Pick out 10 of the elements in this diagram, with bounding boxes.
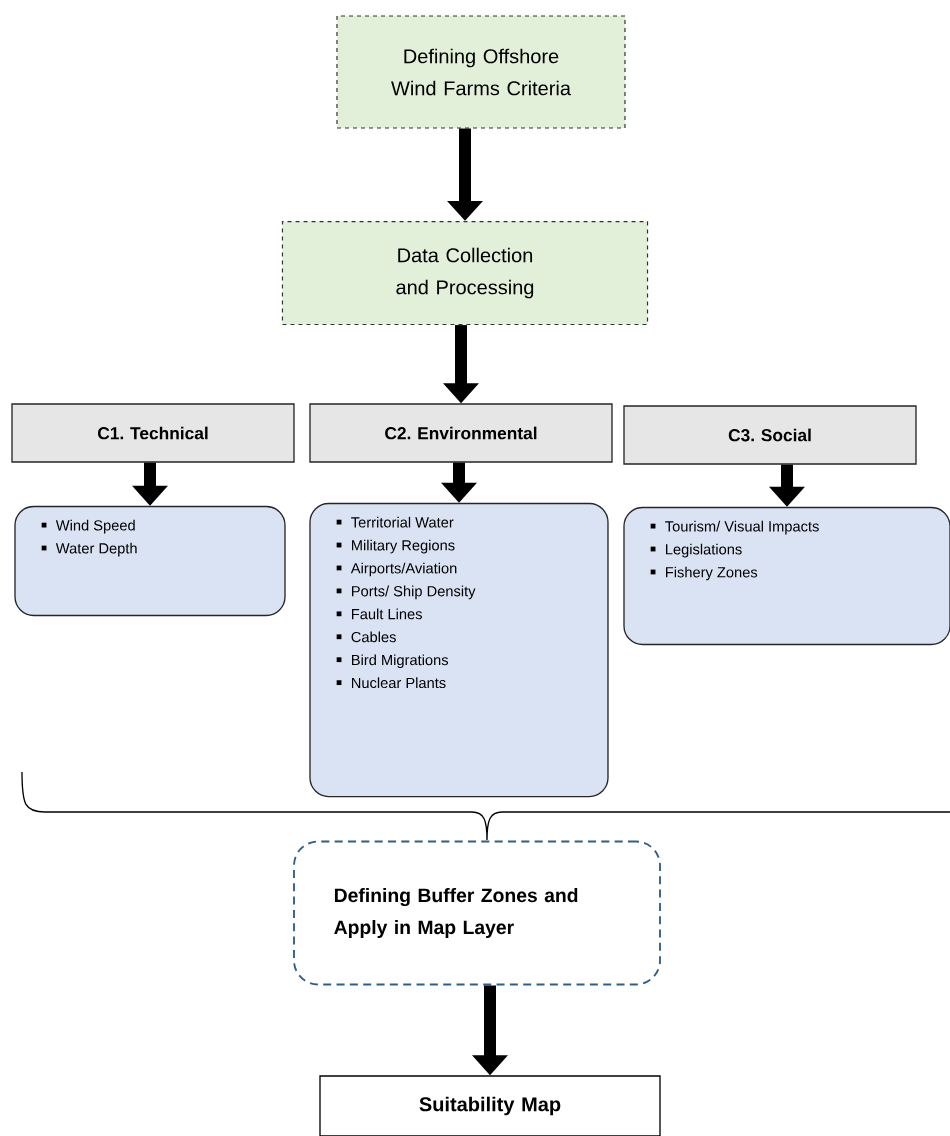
category-box: C1. Technical — [11, 403, 295, 463]
process-box: Defining Offshore Wind Farms Criteria — [336, 15, 626, 129]
result-box: Suitability Map — [319, 1075, 661, 1136]
process-box: Defining Buffer Zones and Apply in Map Layer — [293, 840, 661, 986]
category-box: C3. Social — [623, 405, 917, 465]
criteria-list-box: Territorial Water Military Regions Airports/Aviation Ports/ Ship Density Fault Lines Cables Bird Migrations Nuclear Plants — [309, 502, 609, 798]
process-box: Data Collection and Processing — [281, 220, 649, 326]
criteria-list-box: Wind Speed Water Depth — [14, 505, 286, 617]
category-box: C2. Environmental — [309, 403, 613, 463]
criteria-list-box: Tourism/ Visual Impacts Legislations Fishery Zones — [623, 506, 950, 646]
